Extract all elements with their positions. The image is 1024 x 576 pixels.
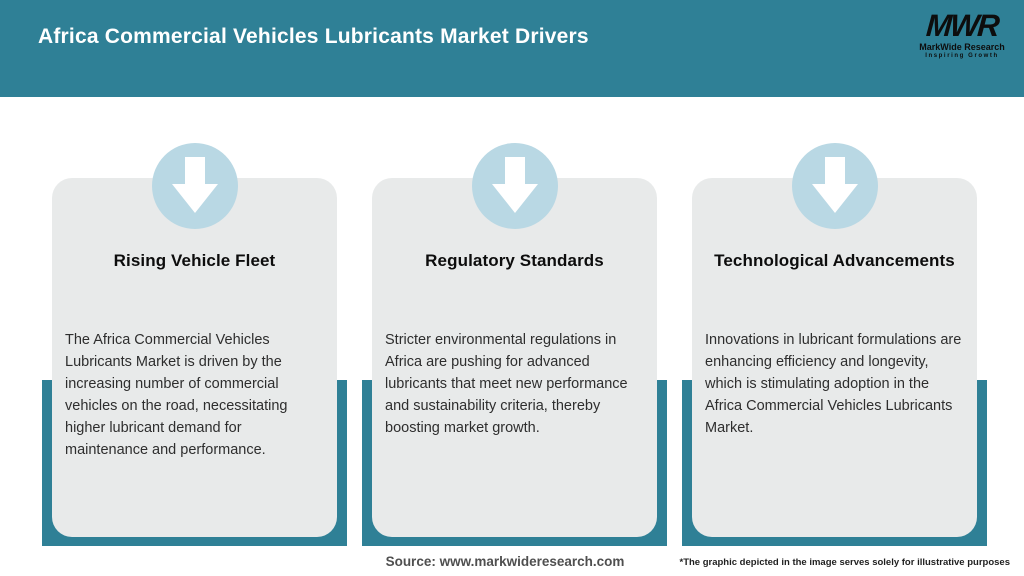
markwide-research-logo: MWR MarkWide Research Inspiring Growth (914, 8, 1010, 59)
down-arrow-icon (471, 143, 558, 229)
down-arrow-icon (791, 143, 878, 229)
driver-card-rising-vehicle-fleet: Rising Vehicle Fleet The Africa Commerci… (52, 143, 337, 537)
driver-card-technological-advancements: Technological Advancements Innovations i… (692, 143, 977, 537)
card-title: Technological Advancements (714, 251, 955, 270)
source-text: Source: www.markwideresearch.com (385, 554, 625, 569)
header-bar: Africa Commercial Vehicles Lubricants Ma… (0, 0, 1024, 97)
card-title: Regulatory Standards (425, 251, 604, 270)
disclaimer-text: *The graphic depicted in the image serve… (679, 557, 1011, 568)
driver-card-wrapper-1: Rising Vehicle Fleet The Africa Commerci… (42, 143, 347, 546)
down-arrow-icon (151, 143, 238, 229)
driver-cards-row: Rising Vehicle Fleet The Africa Commerci… (0, 143, 1024, 546)
page-title: Africa Commercial Vehicles Lubricants Ma… (38, 25, 589, 48)
driver-card-wrapper-3: Technological Advancements Innovations i… (682, 143, 987, 546)
logo-mark: MWR (925, 8, 999, 43)
logo-tagline: Inspiring Growth (925, 53, 999, 59)
card-body: Innovations in lubricant formulations ar… (705, 332, 962, 436)
driver-card-wrapper-2: Regulatory Standards Stricter environmen… (362, 143, 667, 546)
driver-card-regulatory-standards: Regulatory Standards Stricter environmen… (372, 143, 657, 537)
logo-name: MarkWide Research (919, 42, 1005, 52)
card-body: The Africa Commercial Vehicles Lubricant… (65, 332, 288, 458)
card-body: Stricter environmental regulations in Af… (385, 332, 628, 436)
card-title: Rising Vehicle Fleet (113, 251, 276, 270)
